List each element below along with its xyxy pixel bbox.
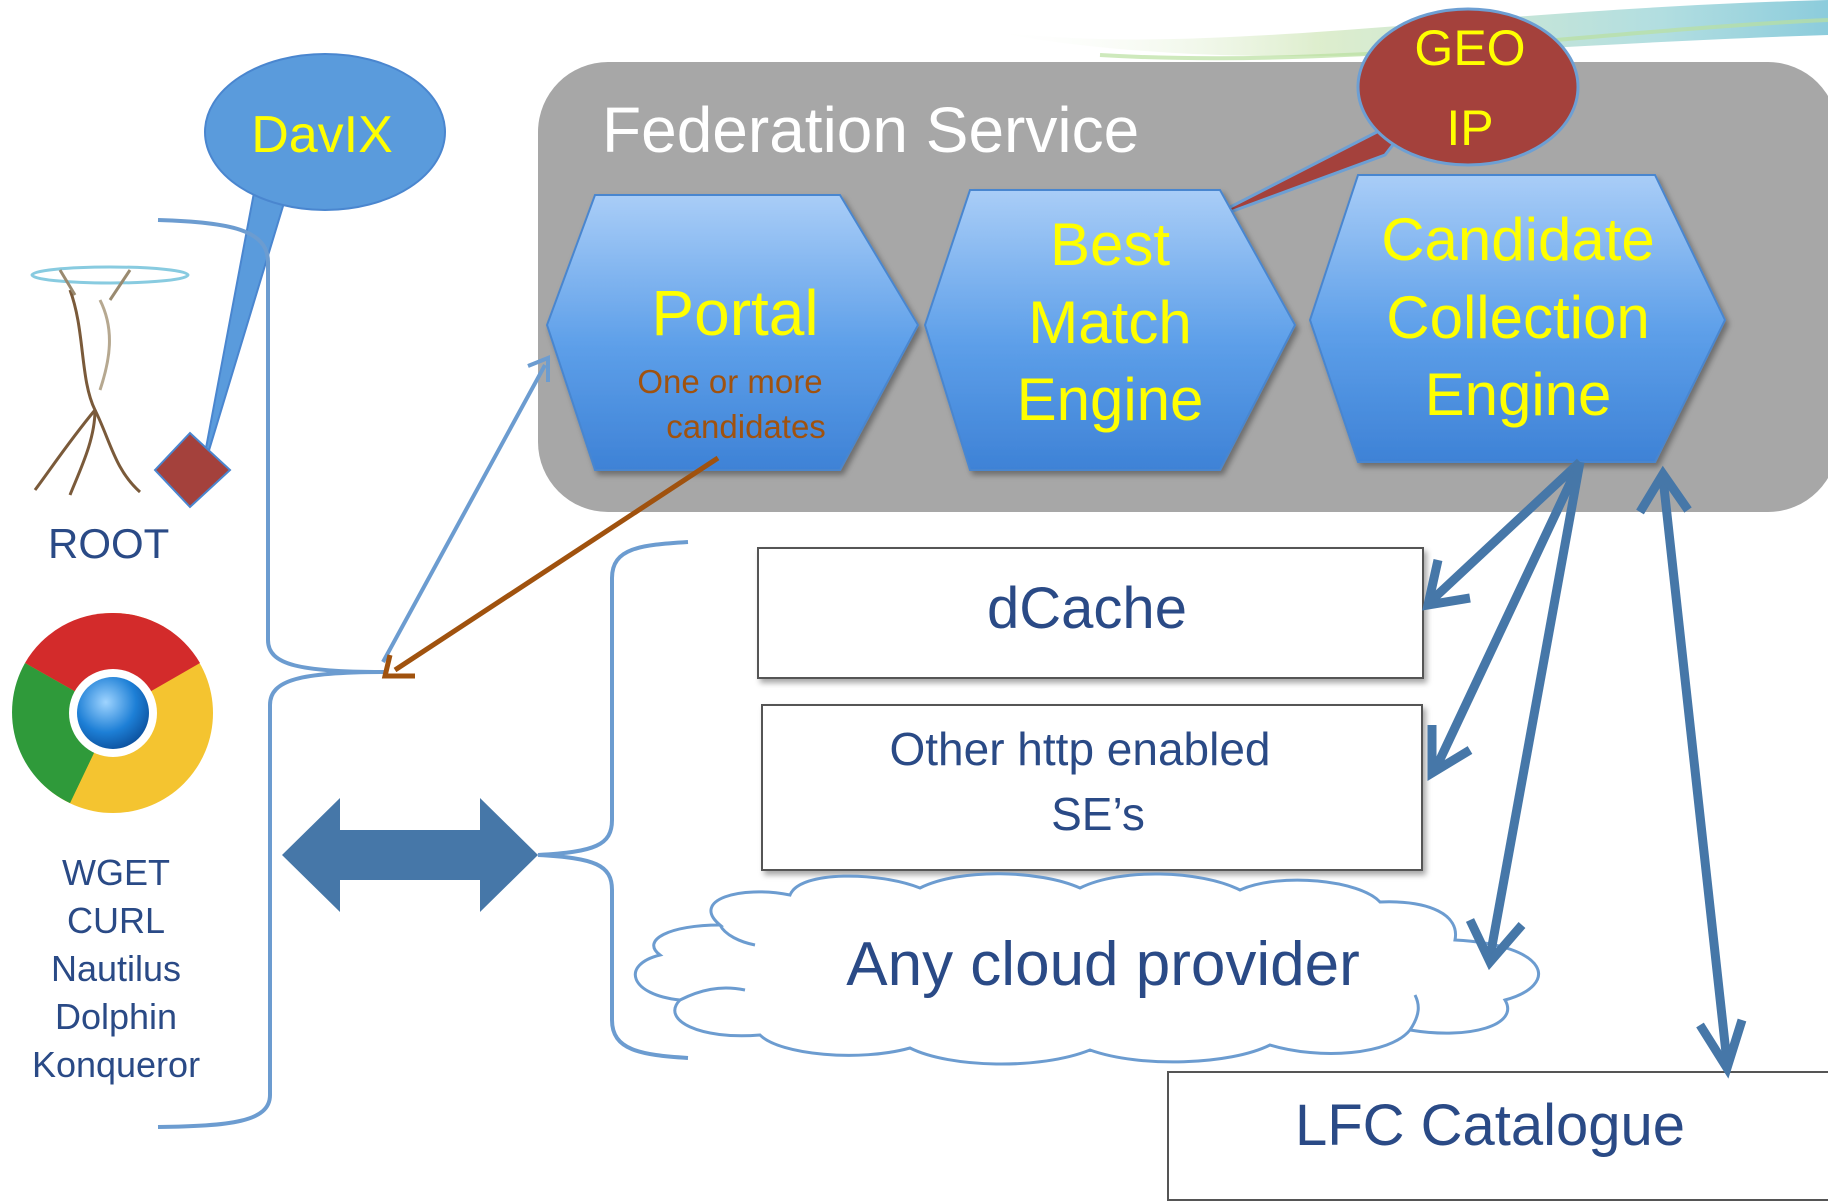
candidate-collection-engine-hexagon[interactable] bbox=[1308, 174, 1727, 463]
chrome-logo-icon bbox=[12, 612, 213, 813]
cloud-shape[interactable] bbox=[633, 872, 1540, 1066]
root-logo-icon bbox=[30, 265, 232, 509]
engine-lfc-double-arrow bbox=[1636, 465, 1747, 1079]
candidate-line1: Candidate bbox=[1381, 206, 1655, 273]
engine-to-other-se-arrow bbox=[1427, 460, 1585, 781]
best-match-line2: Match bbox=[1028, 289, 1191, 356]
engine-to-dcache-arrow bbox=[1422, 458, 1584, 611]
tool-wget: WGET bbox=[62, 852, 170, 893]
federation-title: Federation Service bbox=[602, 94, 1139, 166]
other-se-line1: Other http enabled bbox=[889, 723, 1270, 775]
cloud-label: Any cloud provider bbox=[846, 930, 1360, 999]
portal-hexagon[interactable] bbox=[545, 194, 920, 471]
best-match-engine-hexagon[interactable] bbox=[923, 189, 1297, 471]
davix-label: DavIX bbox=[251, 106, 393, 164]
candidate-line3: Engine bbox=[1425, 361, 1612, 428]
geoip-label-line1: GEO bbox=[1414, 20, 1525, 76]
best-match-line1: Best bbox=[1050, 211, 1170, 278]
engine-to-cloud-arrow bbox=[1465, 461, 1585, 971]
lfc-catalogue-box[interactable] bbox=[1167, 1071, 1828, 1201]
other-se-box[interactable] bbox=[761, 704, 1423, 871]
best-match-line3: Engine bbox=[1017, 366, 1204, 433]
portal-note-line1: One or more bbox=[637, 363, 822, 400]
geoip-callout: GEO IP bbox=[1194, 7, 1580, 227]
tool-nautilus: Nautilus bbox=[51, 948, 181, 989]
dcache-box[interactable] bbox=[757, 547, 1424, 679]
tool-curl: CURL bbox=[67, 900, 165, 941]
portal-note-line2: candidates bbox=[666, 408, 826, 445]
portal-redirect-arrow bbox=[381, 455, 720, 679]
candidate-line2: Collection bbox=[1386, 284, 1649, 351]
portal-label: Portal bbox=[651, 277, 818, 349]
client-storage-double-arrow bbox=[282, 798, 538, 912]
davix-callout: DavIX bbox=[199, 53, 446, 481]
tool-konqueror: Konqueror bbox=[32, 1044, 200, 1085]
lfc-catalogue-label: LFC Catalogue bbox=[1295, 1093, 1685, 1158]
root-label: ROOT bbox=[48, 520, 169, 567]
tool-dolphin: Dolphin bbox=[55, 996, 177, 1037]
client-to-portal-arrow bbox=[381, 355, 550, 663]
geoip-label-line2: IP bbox=[1446, 100, 1493, 156]
dcache-label: dCache bbox=[987, 576, 1187, 641]
other-se-line2: SE’s bbox=[1051, 788, 1145, 840]
